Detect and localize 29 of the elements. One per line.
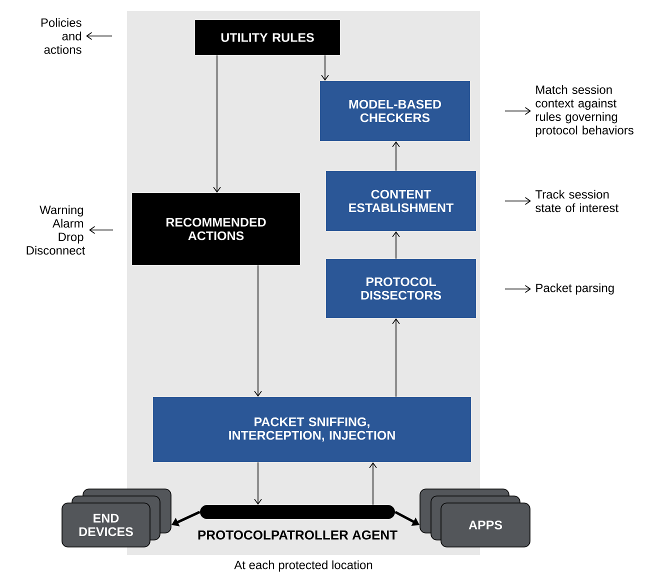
note-text: Warning Alarm Drop Disconnect <box>26 205 86 255</box>
card-stack: END DEVICES <box>62 488 172 548</box>
card-stack: APPS <box>420 488 530 548</box>
arrow <box>254 264 262 397</box>
process-box: CONTENT ESTABLISHMENT <box>326 171 476 231</box>
arrow <box>321 54 329 81</box>
process-box: PACKET SNIFFING, INTERCEPTION, INJECTION <box>153 397 471 462</box>
arrow <box>213 54 221 193</box>
arrow <box>392 231 400 260</box>
note-text: Policies and actions <box>41 18 82 54</box>
process-box: RECOMMENDED ACTIONS <box>132 193 300 265</box>
arrow <box>392 141 400 172</box>
note-text: Match session context against rules governing protocol behaviors <box>536 85 634 137</box>
agent-bar: PROTOCOLPATROLLER AGENT <box>198 505 398 540</box>
process-box: PROTOCOL DISSECTORS <box>326 259 476 318</box>
arrow <box>86 32 112 40</box>
arrow <box>504 285 531 293</box>
note-text: Packet parsing <box>536 283 614 295</box>
arrow <box>504 107 531 115</box>
process-box: UTILITY RULES <box>195 20 340 55</box>
node-label: At each protected location <box>234 560 372 572</box>
process-box: MODEL-BASED CHECKERS <box>320 81 470 141</box>
arrow <box>369 462 377 506</box>
arrow <box>89 226 114 234</box>
arrow <box>254 462 262 505</box>
node-label: PROTOCOLPATROLLER AGENT <box>198 530 398 540</box>
arrow <box>504 197 531 205</box>
arrow <box>392 318 400 398</box>
note-text: Track session state of interest <box>535 190 618 212</box>
